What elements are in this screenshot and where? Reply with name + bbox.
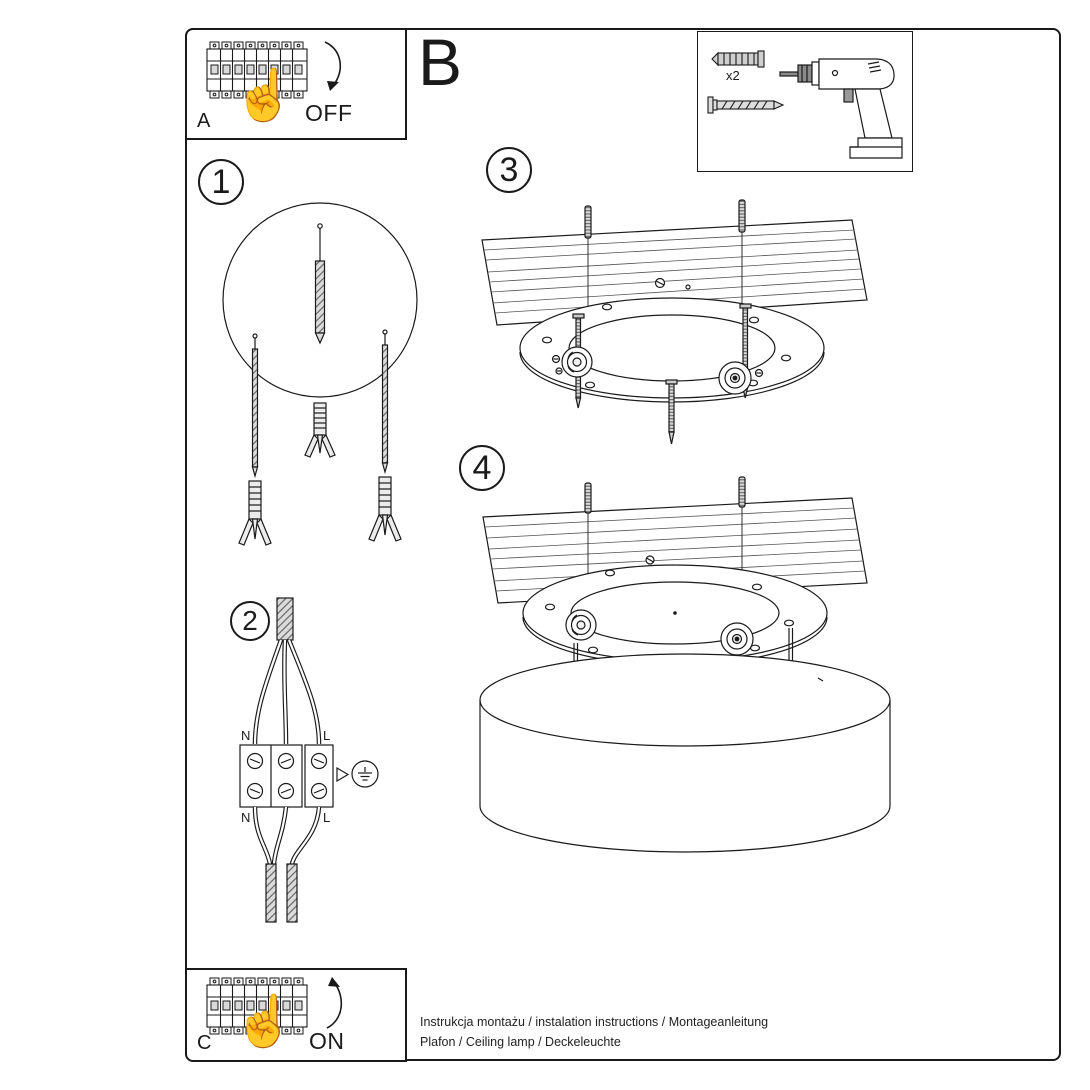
anchor-count-label: x2 xyxy=(726,68,740,83)
sheet-border xyxy=(185,28,1061,1061)
breaker-off-figure xyxy=(206,41,342,99)
figure-1-anchors xyxy=(222,202,418,546)
hand-press-icon: ☝ xyxy=(233,993,296,1049)
mounting-studs xyxy=(584,476,746,580)
lamp-socket-left xyxy=(551,346,593,378)
step-4-number: 4 xyxy=(459,445,505,491)
mounting-studs xyxy=(584,199,746,310)
wires-top xyxy=(252,639,322,745)
switch-up-arrow-icon xyxy=(326,977,343,1029)
screw-anchor-left xyxy=(238,333,272,546)
lamp-socket-left xyxy=(565,609,597,641)
power-off-label: OFF xyxy=(305,100,353,126)
tools-figure xyxy=(707,50,903,159)
screw-anchor-right xyxy=(368,329,402,542)
tools-box: x2 xyxy=(697,31,913,172)
hand-press-icon: ☝ xyxy=(233,67,296,123)
lamp-shade xyxy=(479,653,891,853)
cable-sheath xyxy=(276,597,294,641)
earth-symbol xyxy=(336,760,379,788)
step-a-box: ☝ OFF A xyxy=(185,28,407,140)
terminal-block xyxy=(239,744,334,808)
step-1-number: 1 xyxy=(198,159,244,205)
footer-line-2: Plafon / Ceiling lamp / Deckeleuchte xyxy=(420,1035,621,1049)
step-c-box: ☝ ON C xyxy=(185,968,407,1062)
circuit-breaker-panel-icon xyxy=(206,977,308,1035)
lamp-socket-right xyxy=(718,361,764,395)
screw-middle xyxy=(314,223,326,345)
wire-label-n-top: N xyxy=(241,728,251,743)
wire-label-n-bottom: N xyxy=(241,810,251,825)
board-screw-heads xyxy=(654,277,691,290)
power-on-label: ON xyxy=(309,1028,345,1054)
wires-bottom xyxy=(252,806,322,923)
lamp-socket-right xyxy=(720,622,754,656)
drill-icon xyxy=(779,58,903,159)
screw-icon xyxy=(707,96,785,114)
footer-text: Instrukcja montażu / instalation instruc… xyxy=(420,1012,768,1052)
zoom-circle xyxy=(222,202,418,398)
figure-2-wiring xyxy=(239,597,379,923)
footer-line-1: Instrukcja montażu / instalation instruc… xyxy=(420,1015,769,1029)
wire-label-l-top: L xyxy=(323,728,331,743)
step-b-label: B xyxy=(418,25,463,99)
step-3-number: 3 xyxy=(486,147,532,193)
step-2-number: 2 xyxy=(230,601,270,641)
ceiling-board xyxy=(481,219,868,326)
figure-3-mounting-plate xyxy=(481,199,868,445)
center-hanging-screw xyxy=(665,379,678,445)
step-a-label: A xyxy=(197,110,211,132)
wall-plug-icon xyxy=(711,50,765,68)
circuit-breaker-panel-icon xyxy=(206,41,308,99)
breaker-on-figure xyxy=(206,977,343,1035)
wire-label-l-bottom: L xyxy=(323,810,331,825)
switch-down-arrow-icon xyxy=(324,41,342,91)
anchor-middle xyxy=(304,402,336,458)
step-c-label: C xyxy=(197,1032,212,1054)
figure-4-lamp-assembly xyxy=(479,476,891,853)
